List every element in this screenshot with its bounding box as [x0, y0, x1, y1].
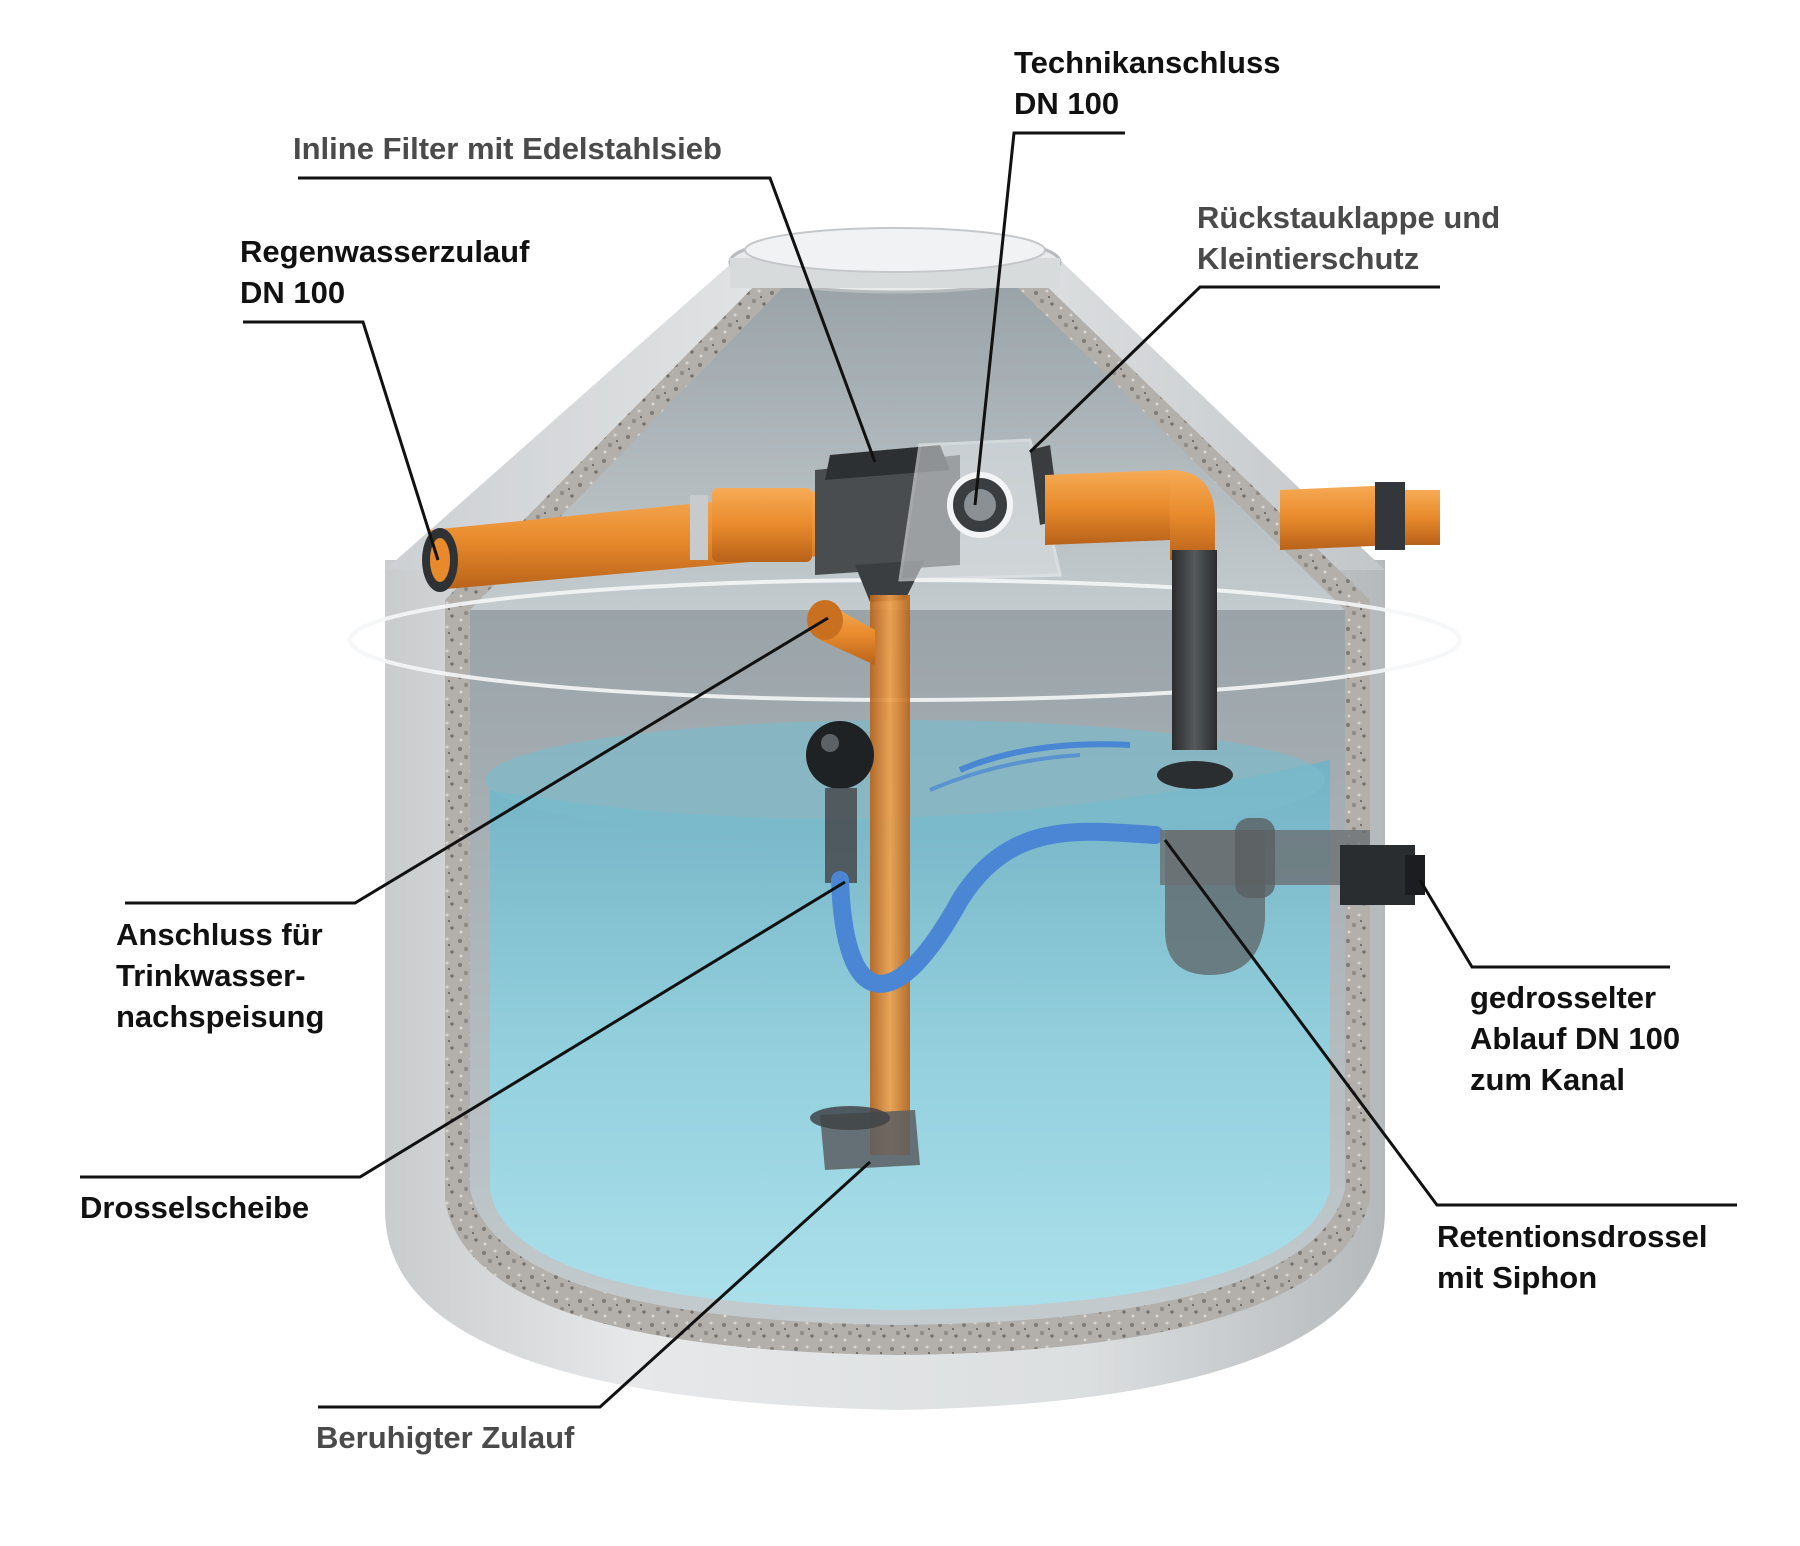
- leader-gedrosselter-ablauf: [1418, 879, 1670, 969]
- leader-beruhigter-zulauf: [318, 1160, 872, 1409]
- label-inline-filter: Inline Filter mit Edelstahlsieb: [293, 131, 722, 166]
- rainwater-inlet-pipe: [422, 488, 830, 592]
- float-and-hose: [806, 721, 1164, 993]
- label-anschluss-trinkwasser: Anschluss für Trinkwasser- nachspeisung: [116, 917, 325, 1034]
- float-ball: [806, 721, 874, 789]
- label-regenwasserzulauf: Regenwasserzulauf DN 100: [240, 234, 530, 310]
- leader-regenwasserzulauf: [243, 320, 440, 561]
- label-gedrosselter-ablauf: gedrosselter Ablauf DN 100 zum Kanal: [1470, 980, 1681, 1097]
- calm-inlet-pipe: [807, 595, 920, 1170]
- overflow-pipe: [1045, 470, 1233, 789]
- label-rueckstauklappe: Rückstauklappe und Kleintierschutz: [1197, 200, 1501, 276]
- wall-outlet-pipe: [1280, 482, 1440, 550]
- label-retentionsdrossel: Retentionsdrossel mit Siphon: [1437, 1219, 1708, 1295]
- leader-technikanschluss: [973, 131, 1125, 506]
- backflow-flap-frame: [898, 438, 1062, 582]
- label-beruhigter-zulauf: Beruhigter Zulauf: [316, 1420, 575, 1455]
- label-drosselscheibe: Drosselscheibe: [80, 1190, 310, 1225]
- leader-inline-filter: [298, 176, 877, 463]
- label-technikanschluss: Technikanschluss DN 100: [1014, 45, 1281, 121]
- leader-retentionsdrossel: [1163, 839, 1737, 1207]
- pipework: [422, 438, 1440, 1170]
- leader-drosselscheibe: [80, 880, 846, 1179]
- leader-rueckstauklappe: [1028, 285, 1440, 454]
- leader-anschluss-trinkwasser: [125, 616, 829, 905]
- leader-lines: [80, 131, 1737, 1409]
